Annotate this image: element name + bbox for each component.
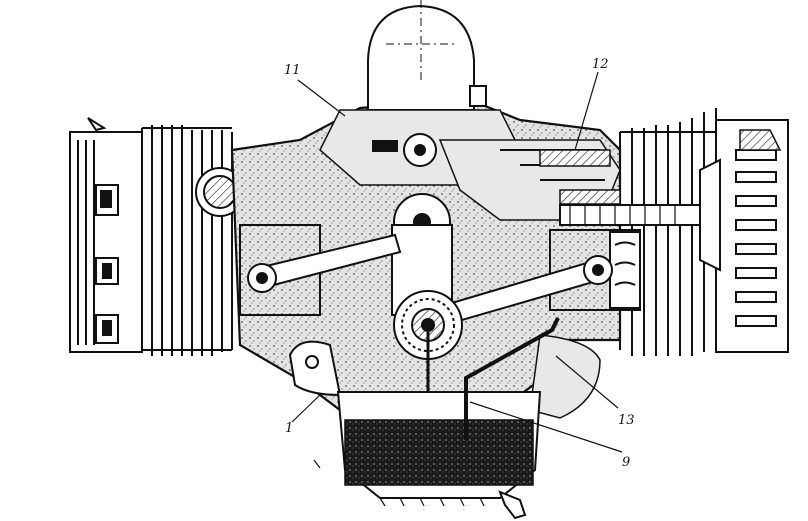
oil-sump — [336, 391, 542, 520]
callout-label-1: 1 — [285, 421, 293, 436]
callout-label-12: 12 — [592, 57, 609, 72]
left-intake-port — [195, 167, 245, 217]
lower-left-housing — [288, 340, 342, 397]
callout-label-9: 9 — [622, 455, 630, 470]
callout-label-13: 13 — [618, 413, 635, 428]
left-connecting-rod — [247, 233, 402, 293]
callout-leaders — [291, 71, 623, 469]
right-cylinder-head — [715, 119, 789, 353]
callout-label-11: 11 — [284, 63, 301, 78]
valve-rocker-assembly — [438, 139, 721, 272]
crankshaft-bearing — [393, 290, 463, 395]
left-cylinder-head — [69, 117, 143, 353]
left-cylinder-fins — [141, 125, 233, 356]
lower-right-housing — [529, 334, 601, 419]
generator-housing — [367, 0, 487, 111]
oil-pickup-tube — [464, 317, 560, 440]
